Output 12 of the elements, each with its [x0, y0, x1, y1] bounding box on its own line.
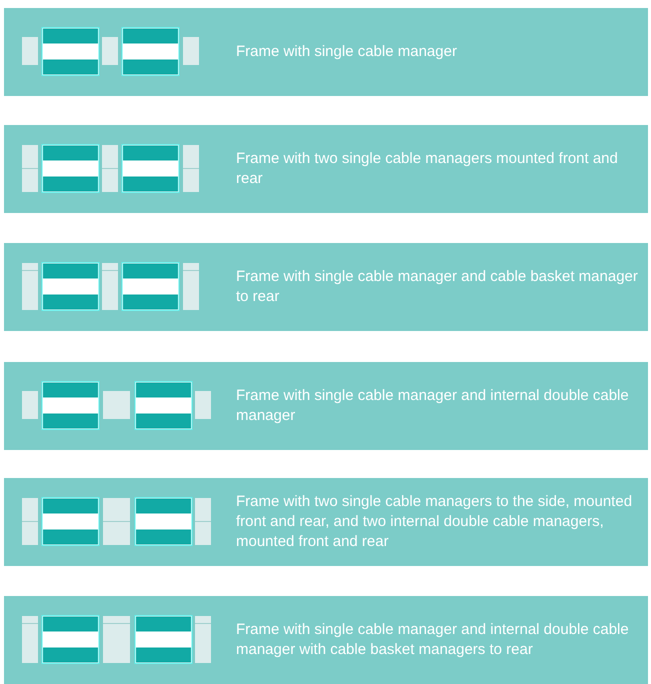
band-description: Frame with single cable manager and internal double cable manager: [236, 386, 630, 426]
category-band: [4, 362, 648, 450]
category-band: [4, 596, 648, 684]
band-description: Frame with two single cable managers mounted front and rear: [236, 149, 619, 189]
category-band: [4, 125, 648, 213]
band-description: Frame with single cable manager and internal double cable manager with cable basket managers to rear: [236, 620, 630, 660]
band-description: Frame with single cable manager and cable basket manager to rear: [236, 267, 639, 307]
band-description: Frame with two single cable managers to the side, mounted front and rear, and two internal double cable managers, mounted front and rear: [236, 492, 634, 552]
category-band: [4, 478, 648, 566]
category-band: [4, 243, 648, 331]
band-description: Frame with single cable manager: [236, 42, 458, 62]
category-band: [4, 8, 648, 96]
